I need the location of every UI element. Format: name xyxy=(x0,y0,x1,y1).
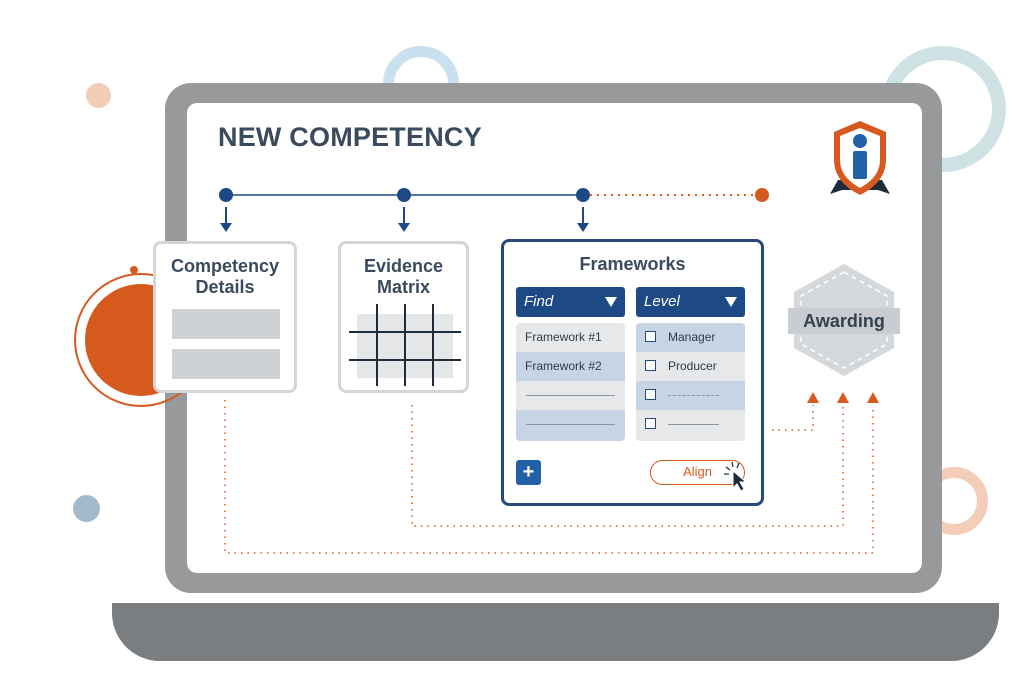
matrix-grid-icon xyxy=(349,304,461,386)
placeholder-line xyxy=(668,424,719,425)
caret-down-icon xyxy=(725,297,737,307)
align-button[interactable]: Align xyxy=(650,460,745,485)
badge-shield-icon xyxy=(830,121,890,195)
level-list: Manager Producer xyxy=(636,323,745,441)
list-item[interactable] xyxy=(636,381,745,410)
awarding-label: Awarding xyxy=(788,308,900,334)
timeline-end-dot xyxy=(755,188,769,202)
placeholder-line xyxy=(526,395,615,396)
deco-peach-dot xyxy=(86,83,111,108)
checkbox[interactable] xyxy=(645,331,656,342)
awarding-connectors xyxy=(224,392,879,554)
details-field-1 xyxy=(172,309,280,339)
checkbox[interactable] xyxy=(645,360,656,371)
progress-timeline xyxy=(219,188,769,232)
timeline-step-1-dot xyxy=(219,188,233,202)
evidence-matrix-card[interactable]: Evidence Matrix xyxy=(338,241,469,393)
find-dropdown[interactable]: Find xyxy=(516,287,625,317)
competency-details-card[interactable]: Competency Details xyxy=(153,241,297,393)
details-field-2 xyxy=(172,349,280,379)
level-dropdown-label: Level xyxy=(644,293,680,310)
page-title: NEW COMPETENCY xyxy=(218,122,482,152)
checkbox[interactable] xyxy=(645,418,656,429)
deco-blue-dot xyxy=(73,495,100,522)
competency-details-title: Competency Details xyxy=(170,256,280,297)
align-button-label: Align xyxy=(683,464,712,479)
list-item[interactable]: Manager xyxy=(636,323,745,352)
mouse-cursor-icon xyxy=(724,461,748,492)
timeline-step-3-dot xyxy=(576,188,590,202)
level-dropdown[interactable]: Level xyxy=(636,287,745,317)
list-item[interactable]: Producer xyxy=(636,352,745,381)
placeholder-line xyxy=(668,395,719,396)
timeline-step-2-dot xyxy=(397,188,411,202)
list-item[interactable] xyxy=(516,410,625,441)
list-item[interactable]: Framework #1 xyxy=(516,323,625,352)
list-item[interactable]: Framework #2 xyxy=(516,352,625,381)
laptop-base xyxy=(112,603,999,661)
find-dropdown-label: Find xyxy=(524,293,554,310)
list-item[interactable] xyxy=(516,381,625,410)
placeholder-line xyxy=(526,424,615,425)
framework-list: Framework #1 Framework #2 xyxy=(516,323,625,441)
checkbox[interactable] xyxy=(645,389,656,400)
add-framework-button[interactable]: + xyxy=(516,460,541,485)
caret-down-icon xyxy=(605,297,617,307)
list-item[interactable] xyxy=(636,410,745,441)
evidence-matrix-title: Evidence Matrix xyxy=(363,256,444,297)
frameworks-title: Frameworks xyxy=(579,254,686,274)
